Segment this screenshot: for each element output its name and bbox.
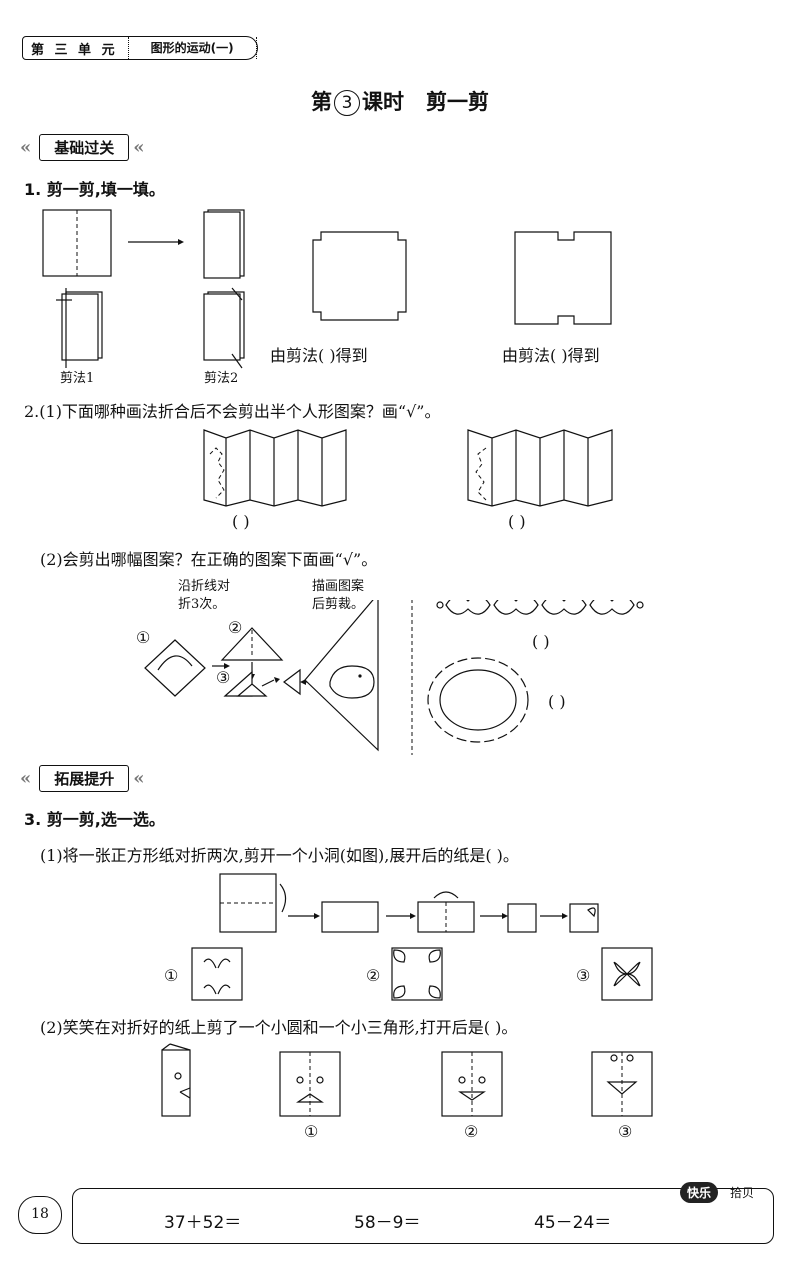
q3-options-2[interactable] [156,1042,666,1120]
q2-pattern-answer-a[interactable]: ( ) [532,632,550,651]
unit-label: 第 三 单 元 [31,42,118,58]
unit-tab: 第 三 单 元 图形的运动(一) [22,36,258,60]
q3-options-1[interactable] [190,944,660,1004]
brand-badge: 快乐 [680,1182,719,1203]
lesson-prefix: 第 [311,90,333,114]
half-figure-left [209,447,225,499]
q2-part1: 2.(1)下面哪种画法折合后不会剪出半个人形图案？画“√”。 [24,402,441,421]
q1-fill-b[interactable]: 由剪法( )得到 [502,346,600,365]
pattern-chain-icon [436,600,644,615]
pig-icon [329,665,375,699]
banner-basic: « 基础过关 « [20,133,145,161]
chevron-left-icon: « [133,767,145,789]
q3-part1: (1)将一张正方形纸对折两次,剪开一个小洞(如图),展开后的纸是( )。 [40,846,519,865]
pattern-ring-icon [427,657,529,743]
q3-opt3-label: ③ [576,966,591,985]
banner-extend: « 拓展提升 « [20,764,145,792]
half-figure-right [475,447,487,501]
q3-opt2-3: ③ [618,1122,633,1141]
q3-part2: (2)笑笑在对折好的纸上剪了一个小圆和一个小三角形,打开后是( )。 [40,1018,518,1037]
banner-basic-label: 基础过关 [39,133,130,161]
result-shape-b [514,231,612,325]
q3-fold-steps [219,873,599,933]
lesson-number: 3 [334,90,361,116]
q2-note2: 描画图案后剪裁。 [312,579,365,612]
section-label: 图形的运动(一) [127,37,257,59]
lesson-suffix: 课时 [362,90,405,114]
step2-marker: ② [228,618,243,637]
q2-cut-pattern [144,600,644,755]
calc-2[interactable]: 58－9＝ [354,1213,421,1233]
page-number: 18 [18,1196,62,1234]
q2-answer-a[interactable]: ( ) [232,512,250,531]
chevron-left-icon: « [133,136,145,158]
chevron-left-icon: « [20,767,32,789]
calc-1[interactable]: 37＋52＝ [164,1213,242,1233]
q2-note1: 沿折线对折3次。 [178,579,231,612]
result-shape-a [312,231,407,321]
q2-pattern-answer-b[interactable]: ( ) [548,692,566,711]
q1-title: 1. 剪一剪,填一填。 [24,180,165,199]
q2-part2: (2)会剪出哪幅图案？在正确的图案下面画“√”。 [40,550,378,569]
method2-label: 剪法2 [204,371,239,386]
banner-extend-label: 拓展提升 [39,764,130,792]
chevron-left-icon: « [20,136,32,158]
lesson-name: 剪一剪 [425,90,489,114]
step3-marker: ③ [216,668,231,687]
q3-opt2-label: ② [366,966,381,985]
q3-opt2-1: ① [304,1122,319,1141]
calc-3[interactable]: 45－24＝ [534,1213,612,1233]
q3-title: 3. 剪一剪,选一选。 [24,810,165,829]
method1-label: 剪法1 [60,371,95,386]
q3-opt1-label: ① [164,966,179,985]
q2-folded-strips [203,429,613,507]
brand-text: 拾贝 [730,1186,755,1200]
q1-fill-a[interactable]: 由剪法( )得到 [270,346,368,365]
q1-figures [42,209,612,369]
footer-calc-box [72,1188,774,1244]
q3-opt2-2: ② [464,1122,479,1141]
q2-answer-b[interactable]: ( ) [508,512,526,531]
step1-marker: ① [136,628,151,647]
